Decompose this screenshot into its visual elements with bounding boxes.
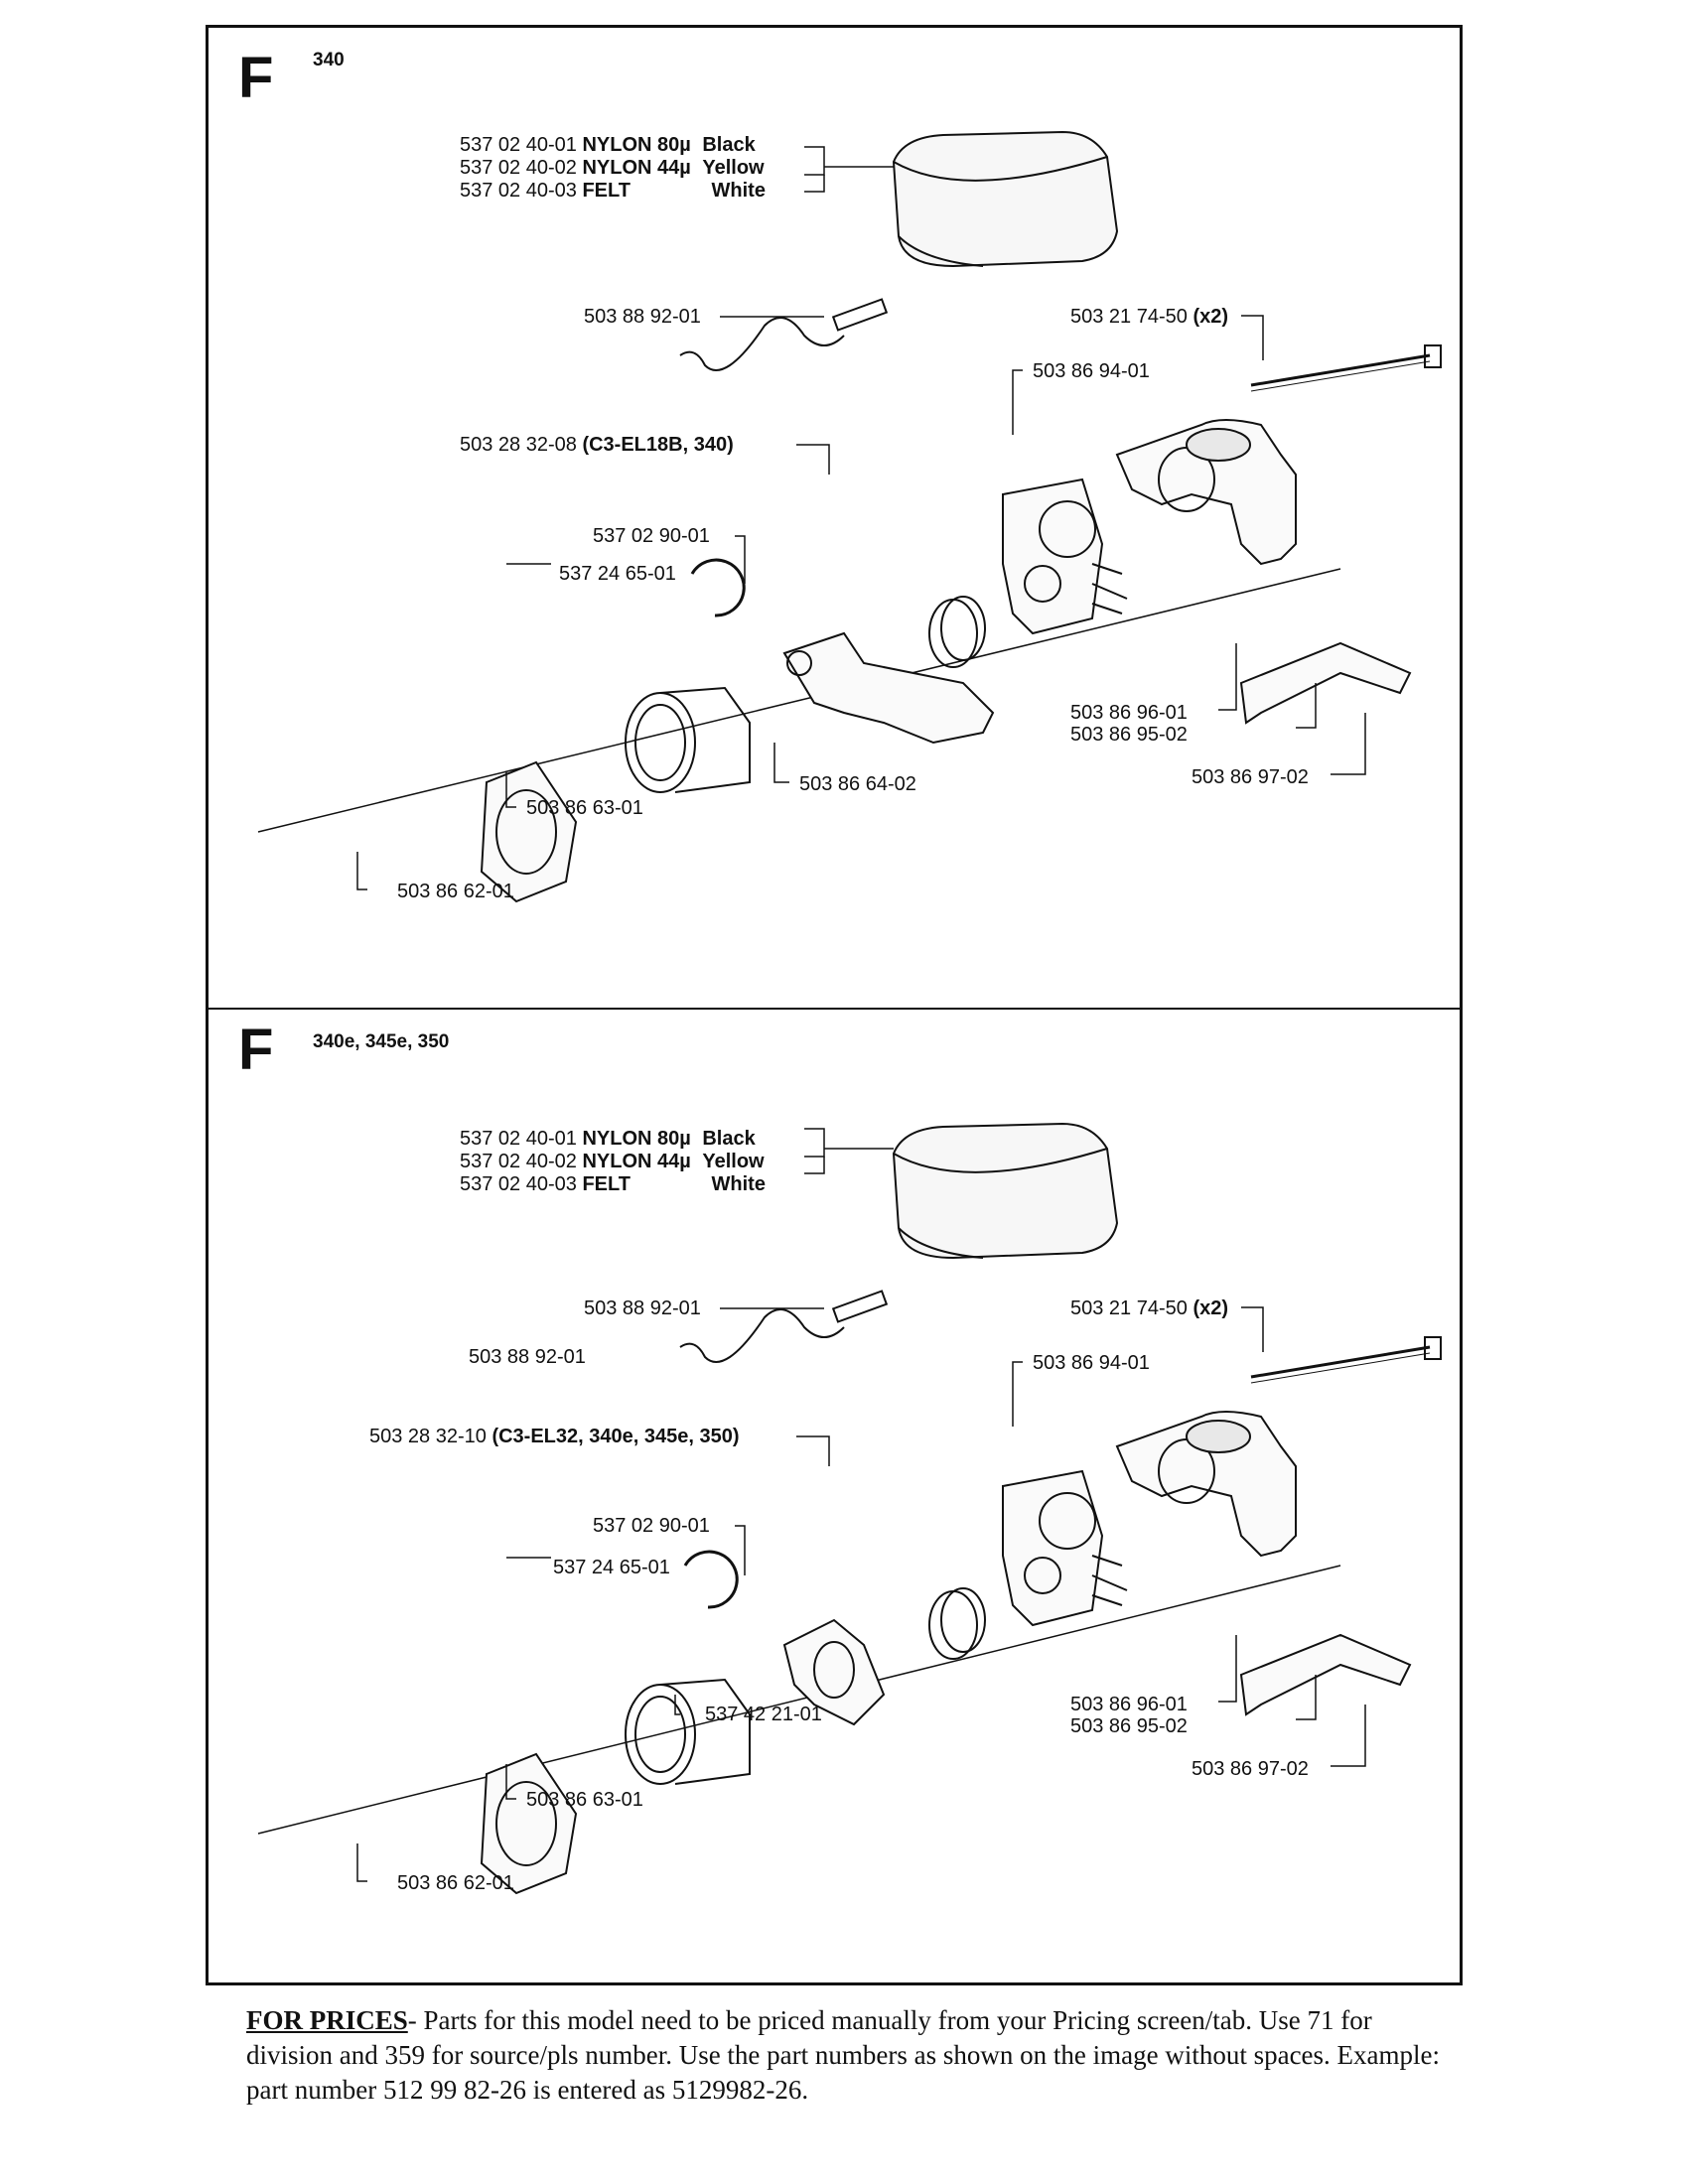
section-letter: F [238,46,274,110]
panel-340: F 340 537 02 40-01 NYLON 80µ Black 537 0… [209,28,1460,1008]
label-carburetor: 503 28 32-08 (C3-EL18B, 340) [460,434,734,456]
filter-part-1: 537 02 40-01 NYLON 80µ Black [460,134,756,156]
filter-part-2: 537 02 40-02 NYLON 44µ Yellow [460,157,765,179]
label-gasket: 537 02 90-01 [593,525,710,547]
label-wire-extra: 503 88 92-01 [469,1346,586,1368]
label-holder: 503 86 64-02 [799,773,916,795]
filter-part-3: 537 02 40-03 FELT White [460,180,766,202]
label-wire: 503 88 92-01 [584,1297,701,1319]
filter-part-3: 537 02 40-03 FELT White [460,1173,766,1195]
section-letter: F [238,1018,274,1082]
pricing-note-text: - Parts for this model need to be priced… [246,2005,1441,2105]
section-models: 340 [313,50,345,70]
label-boot: 503 86 63-01 [526,797,643,819]
label-manifold: 503 86 94-01 [1033,360,1150,382]
section-models: 340e, 345e, 350 [313,1031,450,1052]
filter-part-2: 537 02 40-02 NYLON 44µ Yellow [460,1151,765,1172]
label-flange: 503 86 62-01 [397,1872,514,1894]
pricing-note-heading: FOR PRICES [246,2005,408,2035]
label-flange: 503 86 62-01 [397,881,514,902]
label-lever-1: 503 86 96-01 [1070,702,1188,724]
pricing-note: FOR PRICES- Parts for this model need to… [246,2003,1458,2108]
label-wire: 503 88 92-01 [584,306,701,328]
diagram-frame [206,25,1463,1985]
label-lever-1: 503 86 96-01 [1070,1694,1188,1715]
label-screw: 503 21 74-50 (x2) [1070,1297,1229,1319]
label-gasket: 537 02 90-01 [593,1515,710,1537]
label-lever-2: 503 86 95-02 [1070,724,1188,746]
label-manifold: 503 86 94-01 [1033,1352,1150,1374]
label-ring: 537 24 65-01 [559,563,676,585]
label-lever-2: 503 86 95-02 [1070,1715,1188,1737]
label-spring: 503 86 97-02 [1192,1758,1309,1780]
exploded-view-340 [257,130,1442,903]
label-boot: 503 86 63-01 [526,1789,643,1811]
panel-340e-345e-350: F 340e, 345e, 350 537 02 40-01 NYLON 80µ… [209,1010,1460,1982]
label-screw: 503 21 74-50 (x2) [1070,306,1229,328]
panel-divider [206,1008,1463,1010]
exploded-view-340e-345e-350 [257,1122,1442,1895]
label-spring: 503 86 97-02 [1192,766,1309,788]
filter-part-1: 537 02 40-01 NYLON 80µ Black [460,1128,756,1150]
label-ring: 537 24 65-01 [553,1557,670,1578]
label-carburetor: 503 28 32-10 (C3-EL32, 340e, 345e, 350) [369,1426,740,1447]
label-holder: 537 42 21-01 [705,1704,822,1725]
